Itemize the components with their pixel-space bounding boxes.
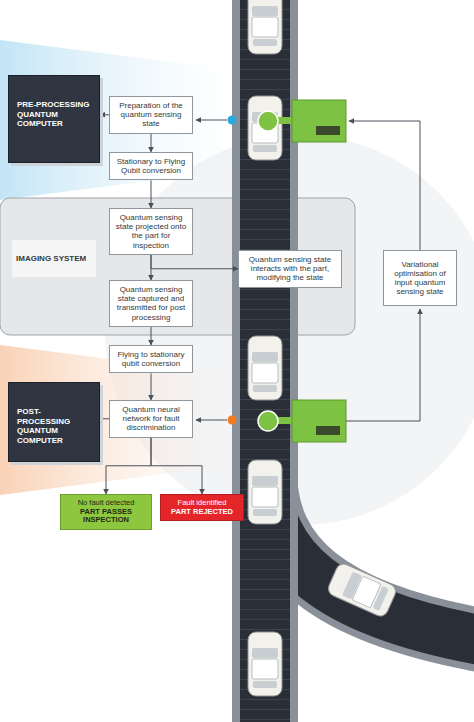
car: [248, 460, 282, 524]
car-window: [373, 586, 389, 611]
car-window: [252, 476, 278, 486]
node-text: PART PASSES INSPECTION: [64, 508, 148, 525]
car-body: [248, 460, 282, 524]
feedback-line: [346, 309, 420, 421]
car-window: [253, 681, 277, 688]
car-window: [252, 352, 278, 362]
car-window: [253, 385, 277, 392]
imaging-panel: IMAGING SYSTEM Quantum sensing state proj…: [0, 198, 355, 335]
flow-arrow: [106, 438, 151, 494]
belt-rail: [232, 0, 298, 722]
process-box: Flying to stationary qubit conversion: [109, 345, 193, 373]
car: [248, 336, 282, 400]
sensor-dot-blue: [228, 116, 237, 125]
process-box: Quantum sensing state projected onto the…: [109, 208, 193, 255]
glow-orange: [0, 345, 235, 495]
node-text: Quantum sensing state projected onto the…: [114, 213, 188, 250]
feedback-line: [349, 121, 420, 250]
car-roof: [252, 487, 278, 507]
process-box: Quantum sensing state captured and trans…: [109, 280, 193, 327]
node-text: Quantum neural network for fault discrim…: [114, 405, 188, 433]
node-text: PRE-PROCESSING QUANTUM COMPUTER: [17, 100, 91, 129]
process-box: Stationary to Flying Qubit conversion: [109, 152, 193, 180]
flow-arrow: [151, 327, 152, 345]
node-text: Flying to stationary qubit conversion: [114, 350, 188, 368]
node-text: POST-PROCESSING QUANTUM COMPUTER: [17, 407, 91, 445]
sensor-box: [292, 400, 346, 442]
car: [248, 96, 282, 160]
car-window: [253, 145, 277, 152]
sensor-detail: [316, 426, 340, 435]
node-text: Fault identified: [164, 499, 240, 508]
sensor-lead: [196, 120, 227, 121]
car-window: [252, 6, 278, 16]
car-roof: [252, 659, 278, 679]
node-text: Stationary to Flying Qubit conversion: [114, 157, 188, 175]
flow-arrow: [100, 114, 109, 115]
car-body: [248, 336, 282, 400]
sensor-head: [258, 411, 278, 431]
sensor-head: [258, 111, 278, 131]
car-body: [248, 96, 282, 160]
car-body: [248, 632, 282, 696]
process-box: Quantum neural network for fault discrim…: [109, 400, 193, 438]
node-text: Variational optimisation of input quantu…: [388, 260, 452, 297]
conveyor-belt: [240, 0, 290, 722]
computer-box: POST-PROCESSING QUANTUM COMPUTER: [8, 382, 100, 462]
computer-box: PRE-PROCESSING QUANTUM COMPUTER: [8, 75, 100, 163]
glow-blue: [0, 40, 235, 200]
sensor-dot-orange: [228, 416, 237, 425]
result-reject-box: Fault identifiedPART REJECTED: [160, 494, 244, 521]
car: [248, 632, 282, 696]
car-roof: [252, 363, 278, 383]
node-text: PART REJECTED: [164, 508, 240, 517]
sensor-detail: [316, 126, 340, 135]
car-window: [253, 39, 277, 46]
car: [248, 0, 282, 54]
panel-title: IMAGING SYSTEM: [12, 240, 96, 277]
imaging-panel: [0, 198, 355, 335]
flow-arrow: [151, 373, 152, 400]
car-body: [326, 561, 398, 618]
car-roof: [252, 17, 278, 37]
process-box: Quantum sensing state interacts with the…: [238, 250, 342, 288]
node-text: Quantum sensing state interacts with the…: [243, 255, 337, 283]
process-box: Variational optimisation of input quantu…: [383, 250, 457, 306]
flow-arrow: [100, 418, 109, 419]
car: [326, 561, 398, 618]
flow-arrow: [151, 255, 152, 280]
car-window: [253, 509, 277, 516]
car-group: [248, 0, 398, 696]
node-text: Preparation of the quantum sensing state: [114, 101, 188, 129]
node-text: No fault detected: [64, 499, 148, 508]
car-body: [248, 0, 282, 54]
flow-arrow: [151, 255, 238, 269]
sensor-box: [292, 100, 346, 142]
sensor-lead: [196, 420, 227, 421]
flow-arrow: [151, 438, 202, 494]
car-window: [252, 648, 278, 658]
result-pass-box: No fault detectedPART PASSES INSPECTION: [60, 494, 152, 530]
flow-arrow: [151, 180, 152, 208]
flow-arrow: [151, 134, 152, 152]
process-box: Preparation of the quantum sensing state: [109, 96, 193, 134]
node-text: Quantum sensing state captured and trans…: [114, 285, 188, 322]
